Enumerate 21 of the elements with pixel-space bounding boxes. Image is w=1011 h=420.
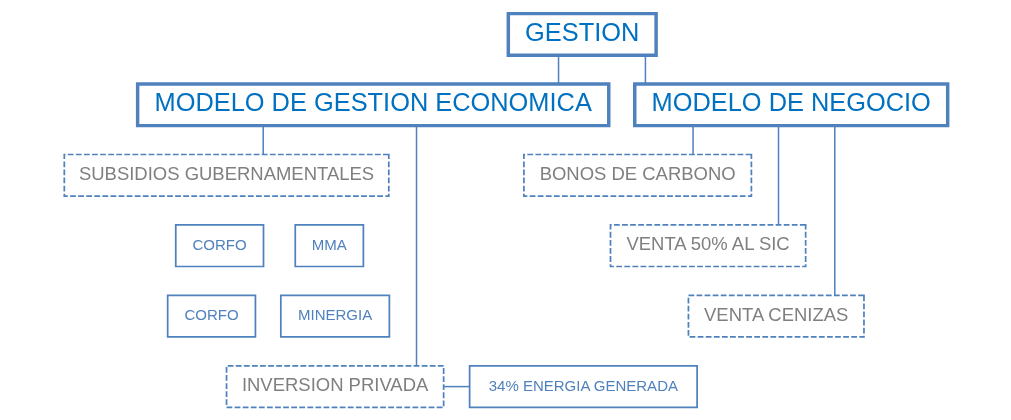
connector	[644, 54, 646, 84]
node-box: MODELO DE GESTION ECONOMICA	[135, 81, 610, 127]
connector	[777, 124, 779, 226]
node-box: INVERSION PRIVADA	[225, 364, 444, 408]
connector	[691, 124, 694, 155]
node-box: GESTION	[506, 11, 658, 57]
connector	[415, 124, 417, 366]
connector	[557, 54, 559, 84]
node-box: 34% ENERGIA GENERADA	[468, 364, 698, 408]
node-box: MINERGIA	[279, 294, 390, 338]
connector	[442, 385, 470, 387]
connector	[833, 124, 836, 296]
node-box: VENTA 50% AL SIC	[609, 223, 806, 267]
connector	[261, 124, 264, 155]
node-box: VENTA CENIZAS	[687, 294, 865, 338]
node-box: SUBSIDIOS GUBERNAMENTALES	[62, 153, 390, 197]
node-box: MODELO DE NEGOCIO	[632, 81, 949, 127]
node-box: CORFO	[166, 294, 256, 338]
node-box: BONOS DE CARBONO	[522, 153, 752, 197]
node-box: CORFO	[174, 223, 264, 267]
node-box: MMA	[293, 223, 364, 267]
